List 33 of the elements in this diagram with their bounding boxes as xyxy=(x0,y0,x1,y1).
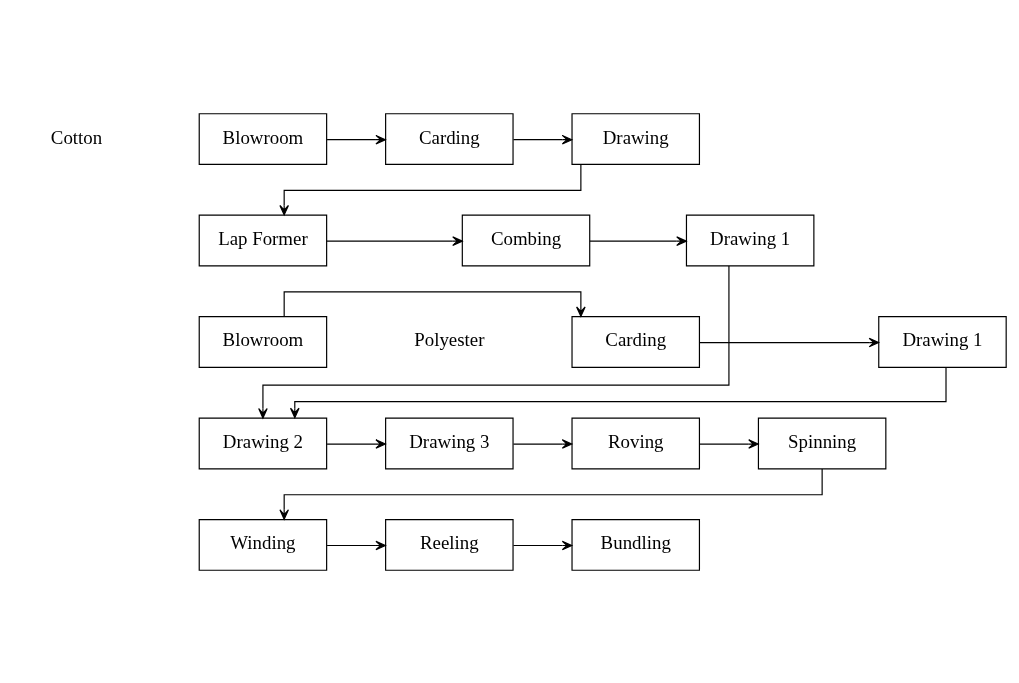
arrow xyxy=(326,235,463,246)
node-box: Spinning xyxy=(757,417,887,469)
arrow xyxy=(512,438,573,449)
label: Cotton xyxy=(50,126,103,148)
arrow xyxy=(326,438,386,449)
arrow xyxy=(699,337,880,347)
node-box: Drawing 2 xyxy=(198,417,328,469)
node-box: Carding xyxy=(571,315,701,368)
arrow xyxy=(512,134,573,144)
label: Polyester xyxy=(414,328,485,350)
arrow xyxy=(326,540,386,550)
node-box: Winding xyxy=(198,518,328,571)
node-box: Drawing 3 xyxy=(385,417,514,469)
node-box: Bundling xyxy=(571,518,701,571)
node-box: Reeling xyxy=(385,518,514,571)
node-box: Drawing 1 xyxy=(878,315,1007,368)
node-box: Blowroom xyxy=(198,315,328,368)
arrow xyxy=(589,235,687,246)
node-box: Drawing 1 xyxy=(685,214,815,266)
node-box: Drawing xyxy=(571,112,701,165)
node-box: Lap Former xyxy=(198,214,328,266)
arrow xyxy=(699,438,759,449)
node-box: Combing xyxy=(461,214,591,266)
node-box: Roving xyxy=(571,417,701,469)
arrow xyxy=(326,134,386,144)
arrow xyxy=(279,163,582,215)
node-box: Carding xyxy=(385,112,514,165)
node-box: Blowroom xyxy=(198,112,328,165)
arrow xyxy=(512,540,573,550)
arrow xyxy=(279,468,823,520)
arrow xyxy=(258,264,730,419)
arrow xyxy=(289,366,947,418)
arrow xyxy=(283,290,586,317)
